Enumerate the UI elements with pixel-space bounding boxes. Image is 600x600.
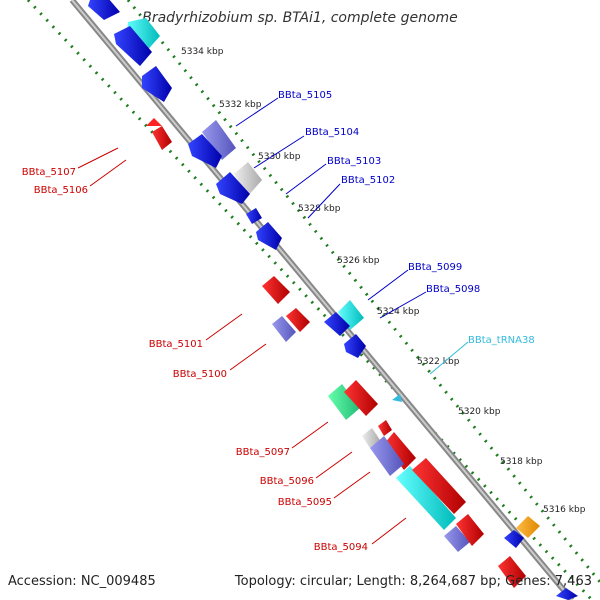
tick-5326: 5326 kbp [337,256,380,266]
gene-bbta5100[interactable] [272,316,296,342]
gene-bbta5097[interactable] [328,384,360,420]
gene-bbta5105[interactable] [202,120,236,160]
topology-text: Topology: circular; Length: 8,264,687 bp… [234,574,592,589]
tick-5334: 5334 kbp [181,47,224,57]
label-bbta5094[interactable]: BBta_5094 [314,542,368,553]
gene-bbta5104[interactable] [234,162,262,196]
accession-text: Accession: NC_009485 [8,574,156,589]
gene-bbta5098[interactable] [324,312,350,336]
map-title: Bradyrhizobium sp. BTAi1, complete genom… [142,10,458,26]
tick-5316: 5316 kbp [543,505,586,515]
label-bbta5101[interactable]: BBta_5101 [149,339,203,350]
gene-forward-3[interactable] [142,66,172,102]
gene-forward-4[interactable] [188,134,222,168]
gene-purple-low[interactable] [444,526,470,552]
gene-bbta5101[interactable] [262,276,290,304]
gene-reverse-b[interactable] [344,380,378,416]
gene-reverse-a[interactable] [286,308,310,332]
right-label-leaders [235,97,469,375]
gene-bbta5102[interactable] [256,222,282,250]
right-labels: BBta_5105 BBta_5104 BBta_5103 BBta_5102 … [278,90,535,346]
label-bbta5106[interactable]: BBta_5106 [34,185,88,196]
tick-5330: 5330 kbp [258,152,301,162]
label-bbta5097[interactable]: BBta_5097 [236,447,290,458]
left-label-leaders [77,147,407,545]
label-bbta5103[interactable]: BBta_5103 [327,156,381,167]
label-bbta5105[interactable]: BBta_5105 [278,90,332,101]
gene-forward-5[interactable] [246,208,262,224]
gene-trna38[interactable] [392,394,402,402]
gene-bbta5099[interactable] [338,300,364,330]
tick-5322: 5322 kbp [417,357,460,367]
gene-forward-2[interactable] [114,26,152,66]
label-bbta5095[interactable]: BBta_5095 [278,497,332,508]
label-bbta5100[interactable]: BBta_5100 [173,369,227,380]
gene-reverse-d[interactable] [384,432,416,470]
label-bbta5098[interactable]: BBta_5098 [426,284,480,295]
label-bbta5107[interactable]: BBta_5107 [22,167,76,178]
outer-ruler [126,0,600,583]
gene-red-low[interactable] [456,514,484,546]
gene-bbta5103[interactable] [216,172,250,204]
genome-backbone [69,0,575,600]
gene-orange[interactable] [516,516,540,538]
label-bbta5096[interactable]: BBta_5096 [260,476,314,487]
gene-forward-8[interactable] [556,588,578,600]
tick-labels: 5334 kbp 5332 kbp 5330 kbp 5328 kbp 5326… [181,47,586,515]
gene-reverse-c[interactable] [378,420,392,436]
gene-reverse-e[interactable] [412,458,466,514]
label-bbta5099[interactable]: BBta_5099 [408,262,462,273]
gene-forward-1[interactable] [88,0,120,20]
label-bbta-trna38[interactable]: BBta_tRNA38 [468,335,535,346]
gene-bbta5106[interactable] [152,126,172,150]
gene-red-bottom[interactable] [498,556,526,588]
tick-5320: 5320 kbp [458,407,501,417]
tick-5318: 5318 kbp [500,457,543,467]
left-labels: BBta_5107 BBta_5106 BBta_5101 BBta_5100 … [22,167,368,553]
label-bbta5104[interactable]: BBta_5104 [305,127,359,138]
gene-bbta5095[interactable] [370,436,404,476]
label-bbta5102[interactable]: BBta_5102 [341,175,395,186]
gene-bbta5107[interactable] [146,118,162,126]
gene-forward-6[interactable] [344,334,366,358]
tick-5332: 5332 kbp [219,100,262,110]
gene-bbta5094[interactable] [396,466,456,530]
tick-5328: 5328 kbp [298,204,341,214]
gene-bbta5096[interactable] [362,428,380,448]
tick-5324: 5324 kbp [377,307,420,317]
gene-forward-7[interactable] [504,530,524,548]
